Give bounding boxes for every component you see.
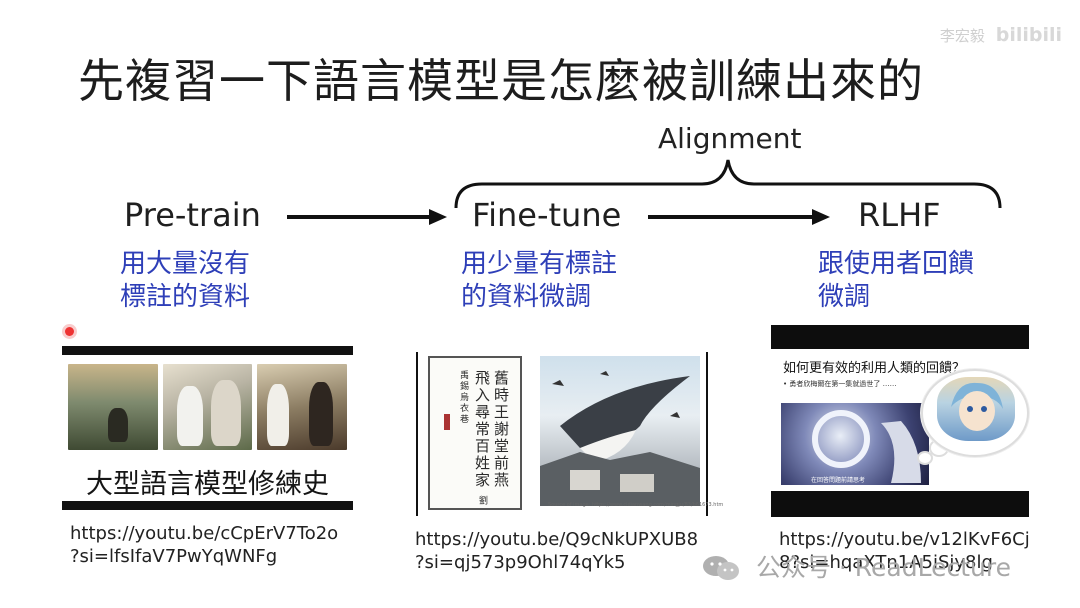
finetune-video-link[interactable]: https://youtu.be/Q9cNkUPXUB8 ?si=qj573p9…	[415, 529, 699, 573]
arrow-pretrain-to-finetune	[287, 209, 447, 225]
rlhf-video-thumbnail[interactable]: 如何更有效的利用人類的回饋？ • 勇者欣梅爾在第一集就過世了 …… 在回答問題前…	[771, 325, 1029, 517]
bird-icon	[540, 371, 700, 506]
seal-stamp	[444, 414, 450, 430]
slide-title: 先複習一下語言模型是怎麼被訓練出來的	[78, 54, 924, 108]
swallow-illustration	[540, 356, 700, 506]
laser-pointer-dot	[65, 327, 74, 336]
master-student-image	[162, 364, 253, 450]
watermark-text: 李宏毅	[939, 27, 985, 45]
thumbnail-top-bar	[62, 346, 353, 355]
pretrain-video-link[interactable]: https://youtu.be/cCpErV7To2o ?si=lfsIfaV…	[70, 523, 339, 567]
thumbnail-caption: 大型語言模型修練史	[86, 469, 329, 500]
arrow-finetune-to-rlhf	[648, 209, 830, 225]
rlhf-description: 跟使用者回饋 微調	[818, 249, 975, 312]
thumbnail-bottom-bar	[771, 491, 1029, 517]
thumbnail-top-bar	[771, 325, 1029, 349]
anime-subtitle: 在回答問題前請思考	[811, 477, 866, 484]
pretrain-video-thumbnail[interactable]: 大型語言模型修練史	[62, 346, 353, 512]
image-source-note: Source of image: https://www.cidianwang.…	[548, 502, 724, 508]
thumbnail-images	[68, 364, 348, 450]
mountain-monk-image	[68, 364, 158, 450]
right-border	[706, 352, 708, 516]
rlhf-question: 如何更有效的利用人類的回饋？	[783, 361, 966, 376]
anime-character-image	[937, 377, 1015, 441]
finetune-video-thumbnail[interactable]: 舊時王謝堂前燕 飛入尋常百姓家 劉禹錫烏衣巷 Source of image: …	[416, 352, 723, 516]
alignment-label: Alignment	[658, 122, 802, 155]
top-watermark: 李宏毅 bilibili	[940, 24, 1062, 46]
footer-watermark: 公众号 · ReadLecture	[702, 548, 1011, 584]
stage-rlhf-label: RLHF	[858, 196, 941, 234]
calligraphy-line-3: 劉禹錫烏衣巷	[458, 370, 487, 507]
rlhf-video-link[interactable]: https://youtu.be/v12lKvF6Cj 8?si=hqaXTn1…	[779, 529, 1030, 573]
bilibili-logo: bilibili	[995, 24, 1062, 46]
calligraphy-line-1: 舊時王謝堂前燕	[492, 370, 510, 489]
left-border	[416, 352, 418, 516]
rlhf-bullet: • 勇者欣梅爾在第一集就過世了 ……	[783, 380, 897, 388]
pretrain-description: 用大量沒有 標註的資料	[120, 249, 251, 312]
footer-watermark-text: 公众号 · ReadLecture	[755, 553, 1011, 582]
martial-arts-image	[257, 364, 348, 450]
thumbnail-bottom-bar	[62, 501, 353, 510]
stage-pretrain-label: Pre-train	[124, 196, 261, 234]
thought-bubble-dot	[917, 451, 933, 465]
anime-scene-image	[781, 403, 929, 485]
finetune-description: 用少量有標註 的資料微調	[461, 249, 618, 312]
stage-finetune-label: Fine-tune	[472, 196, 622, 234]
calligraphy-scroll: 舊時王謝堂前燕 飛入尋常百姓家 劉禹錫烏衣巷	[428, 356, 522, 510]
wechat-icon	[703, 556, 739, 580]
calligraphy-line-2: 飛入尋常百姓家	[473, 370, 491, 489]
alignment-brace	[454, 159, 1002, 209]
